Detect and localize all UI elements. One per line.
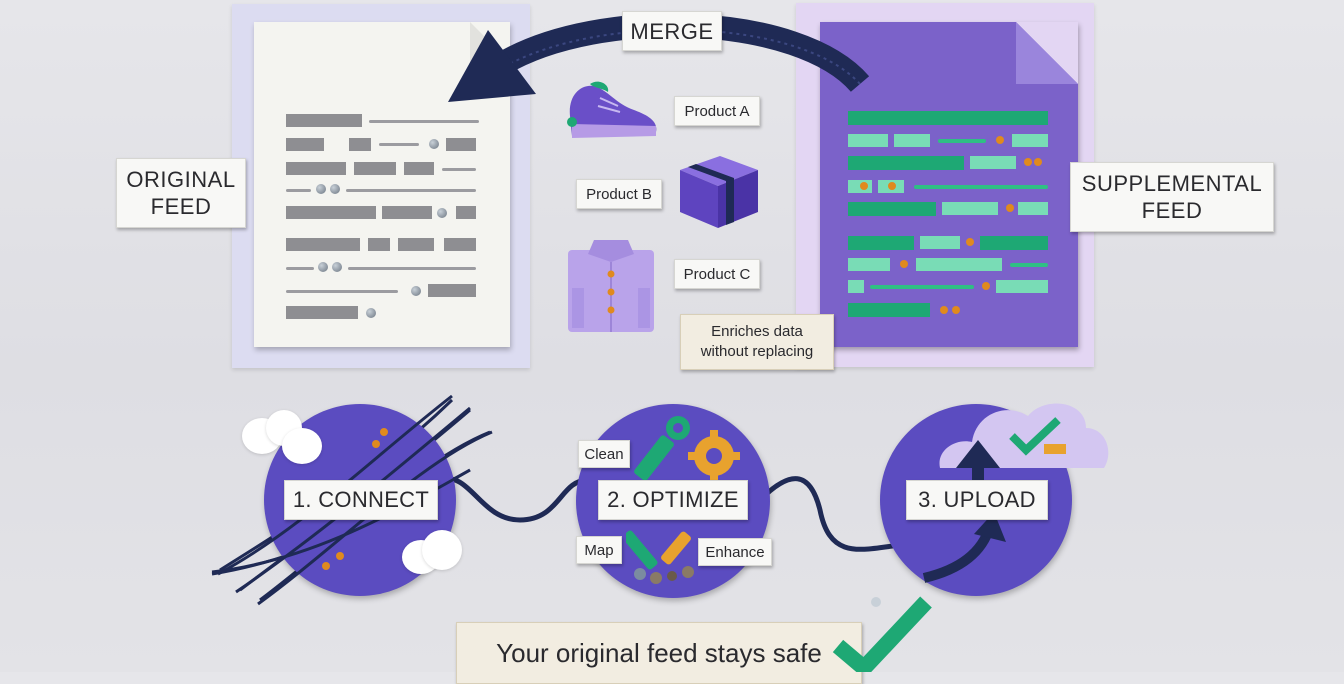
orange-bead bbox=[1024, 158, 1032, 166]
gray-strip bbox=[286, 306, 358, 319]
teal-strip bbox=[996, 280, 1048, 293]
orange-bead bbox=[860, 182, 868, 190]
product-c-label: Product C bbox=[674, 259, 760, 289]
shirt-icon bbox=[568, 240, 654, 332]
gray-bead bbox=[332, 262, 342, 272]
gray-strip bbox=[286, 238, 360, 251]
gray-thread bbox=[346, 189, 476, 192]
teal-strip bbox=[848, 134, 888, 147]
orange-bead bbox=[982, 282, 990, 290]
merge-label: MERGE bbox=[622, 11, 722, 51]
teal-strip bbox=[920, 236, 960, 249]
orange-bead bbox=[940, 306, 948, 314]
upload-arrow-icon bbox=[922, 440, 1006, 583]
gray-thread bbox=[286, 189, 311, 192]
green-strip bbox=[848, 303, 930, 317]
sneaker-icon bbox=[567, 81, 657, 138]
teal-strip bbox=[894, 134, 930, 147]
gray-thread bbox=[286, 290, 398, 293]
gray-thread bbox=[286, 267, 314, 270]
step-optimize-label: 2. OPTIMIZE bbox=[598, 480, 748, 520]
enrich-note: Enriches data without replacing bbox=[680, 314, 834, 370]
green-thread bbox=[1010, 263, 1048, 267]
green-thread bbox=[938, 139, 986, 143]
orange-bead bbox=[1006, 204, 1014, 212]
product-b-label: Product B bbox=[576, 179, 662, 209]
tag-enhance: Enhance bbox=[698, 538, 772, 566]
teal-strip bbox=[1012, 134, 1048, 147]
gray-bead bbox=[411, 286, 421, 296]
orange-bead bbox=[966, 238, 974, 246]
gray-bead bbox=[366, 308, 376, 318]
cotton-cloud-icon bbox=[282, 428, 322, 464]
gray-thread bbox=[369, 120, 479, 123]
gray-strip bbox=[286, 138, 324, 151]
teal-strip bbox=[848, 258, 890, 271]
gray-strip bbox=[444, 238, 476, 251]
supplemental-feed-label: SUPPLEMENTAL FEED bbox=[1070, 162, 1274, 232]
green-thread bbox=[870, 285, 974, 289]
teal-strip bbox=[848, 280, 864, 293]
gray-strip bbox=[446, 138, 476, 151]
step-upload-label: 3. UPLOAD bbox=[906, 480, 1048, 520]
gray-strip bbox=[349, 138, 371, 151]
gray-thread bbox=[348, 267, 476, 270]
tag-map: Map bbox=[576, 536, 622, 564]
gray-bead bbox=[330, 184, 340, 194]
teal-strip bbox=[970, 156, 1016, 169]
cotton-cloud-icon bbox=[422, 530, 462, 570]
checkmark-icon bbox=[832, 596, 932, 672]
gray-thread bbox=[379, 143, 419, 146]
gray-strip bbox=[368, 238, 390, 251]
orange-bead bbox=[952, 306, 960, 314]
gray-bead bbox=[437, 208, 447, 218]
green-strip bbox=[848, 202, 936, 216]
gray-strip bbox=[398, 238, 434, 251]
green-strip bbox=[848, 111, 1048, 125]
page-fold-icon bbox=[1016, 22, 1078, 84]
teal-strip bbox=[942, 202, 998, 215]
product-a-label: Product A bbox=[674, 96, 760, 126]
gray-strip bbox=[286, 162, 346, 175]
wrench-icon bbox=[626, 530, 694, 584]
gray-strip bbox=[404, 162, 434, 175]
gray-bead bbox=[318, 262, 328, 272]
green-thread bbox=[914, 185, 1048, 189]
teal-strip bbox=[1018, 202, 1048, 215]
gray-strip bbox=[382, 206, 432, 219]
gray-strip bbox=[428, 284, 476, 297]
teal-strip bbox=[916, 258, 1002, 271]
orange-bead bbox=[996, 136, 1004, 144]
original-feed-label: ORIGINAL FEED bbox=[116, 158, 246, 228]
wrench-gear-icon bbox=[634, 416, 740, 482]
green-strip bbox=[848, 236, 914, 250]
safe-statement: Your original feed stays safe bbox=[456, 622, 862, 684]
gray-bead bbox=[316, 184, 326, 194]
gray-strip bbox=[456, 206, 476, 219]
orange-bead bbox=[900, 260, 908, 268]
gray-strip bbox=[354, 162, 396, 175]
gray-strip bbox=[286, 114, 362, 127]
tag-clean: Clean bbox=[578, 440, 630, 468]
step-connect-label: 1. CONNECT bbox=[284, 480, 438, 520]
box-icon bbox=[680, 156, 758, 228]
green-strip bbox=[848, 156, 964, 170]
gray-bead bbox=[429, 139, 439, 149]
gray-thread bbox=[442, 168, 476, 171]
orange-bead bbox=[888, 182, 896, 190]
gray-strip bbox=[286, 206, 376, 219]
orange-bead bbox=[1034, 158, 1042, 166]
green-strip bbox=[980, 236, 1048, 250]
